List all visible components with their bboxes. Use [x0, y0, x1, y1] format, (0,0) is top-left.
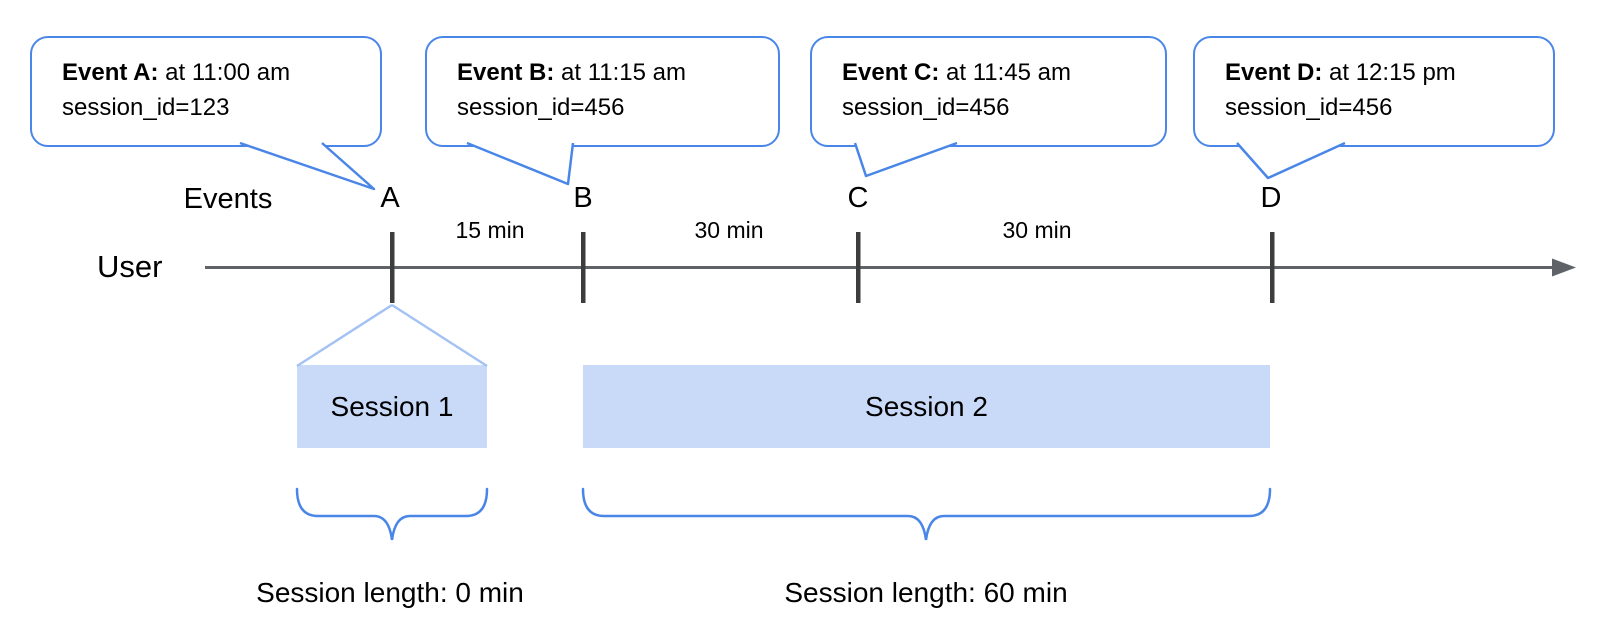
event-letter-b: B: [573, 182, 593, 214]
session-2-label: Session 2: [865, 390, 988, 422]
callout-event-a-time: Event A: at 11:00 am: [62, 58, 291, 86]
callout-event-a-session: session_id=123: [62, 93, 230, 121]
brace-session-2: [581, 487, 1272, 541]
callout-event-d-session: session_id=456: [1225, 93, 1393, 121]
callout-event-c: Event C: at 11:45 am session_id=456: [810, 36, 1167, 147]
user-axis-label: User: [97, 249, 163, 284]
interval-label-a-b: 15 min: [455, 217, 525, 243]
callout-event-c-time: Event C: at 11:45 am: [842, 58, 1071, 86]
callout-event-a: Event A: at 11:00 am session_id=123: [30, 36, 382, 147]
callout-event-b: Event B: at 11:15 am session_id=456: [425, 36, 780, 147]
callout-tail-d: [1236, 141, 1346, 180]
session-1-label: Session 1: [330, 390, 454, 422]
session-1-bar: Session 1: [297, 365, 487, 448]
funnel-line-right: [391, 303, 488, 368]
tick-event-d: [1270, 232, 1275, 303]
interval-label-b-c: 30 min: [694, 217, 764, 243]
callout-event-b-time: Event B: at 11:15 am: [457, 58, 686, 86]
tick-event-c: [856, 232, 861, 303]
callout-tail-b: [466, 141, 575, 186]
brace-session-1: [295, 487, 489, 541]
event-letter-d: D: [1260, 182, 1282, 214]
callout-event-d-time: Event D: at 12:15 pm: [1225, 58, 1456, 86]
callout-event-b-session: session_id=456: [457, 93, 625, 121]
callout-event-d: Event D: at 12:15 pm session_id=456: [1193, 36, 1555, 147]
event-letter-c: C: [847, 182, 869, 214]
callout-event-a-label: Event A:: [62, 58, 159, 86]
interval-label-c-d: 30 min: [1002, 217, 1072, 243]
events-axis-label: Events: [183, 183, 273, 215]
event-letter-a: A: [380, 182, 400, 214]
session-2-length-label: Session length: 60 min: [784, 577, 1068, 608]
callout-event-b-label: Event B:: [457, 58, 555, 86]
timeline-arrowhead-icon: [1552, 258, 1576, 277]
tick-event-b: [581, 232, 586, 303]
callout-event-d-label: Event D:: [1225, 58, 1323, 86]
callout-event-c-session: session_id=456: [842, 93, 1010, 121]
funnel-line-left: [296, 303, 393, 368]
session-2-bar: Session 2: [583, 365, 1270, 448]
session-1-length-label: Session length: 0 min: [256, 577, 524, 608]
tick-event-a: [390, 232, 395, 303]
callout-event-c-label: Event C:: [842, 58, 940, 86]
callout-tail-c: [853, 141, 958, 178]
